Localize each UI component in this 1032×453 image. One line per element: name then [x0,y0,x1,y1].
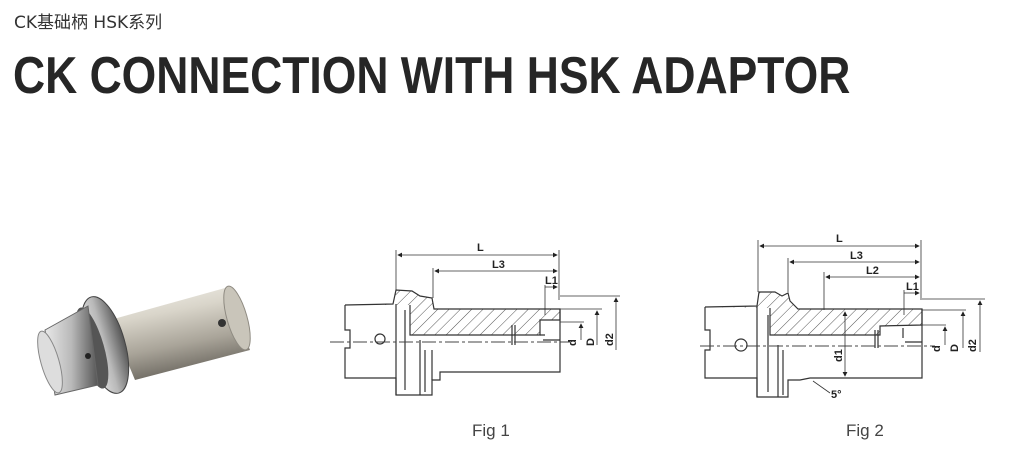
dim-label-L1: L1 [545,275,558,287]
dim-label-d: d [931,345,943,352]
figure-caption-fig1: Fig 1 [472,421,510,440]
dim-label-L3: L3 [492,259,505,271]
dim-label-D: D [949,344,961,352]
dim-label-L: L [836,233,843,245]
dim-label-D: D [585,338,597,346]
dim-label-L1: L1 [906,281,919,293]
product-photo [37,285,251,396]
technical-drawing-fig1: L L3 L1 d D d2 [330,242,620,396]
dim-label-d1: d1 [833,349,845,362]
section-subtitle: CK基础柄 HSK系列 [14,13,163,33]
page-title: CK CONNECTION WITH HSK ADAPTOR [13,47,851,105]
dim-label-L3: L3 [850,250,863,262]
dim-label-d2: d2 [967,339,979,352]
dim-label-d: d [567,339,579,346]
dim-label-d2: d2 [604,333,616,346]
dim-label-L: L [477,242,484,254]
technical-drawing-fig2: L L3 L2 L1 d D d2 d1 5° [700,233,985,401]
dim-label-angle: 5° [831,389,842,401]
figure-caption-fig2: Fig 2 [846,421,884,440]
dim-label-L2: L2 [866,265,879,277]
